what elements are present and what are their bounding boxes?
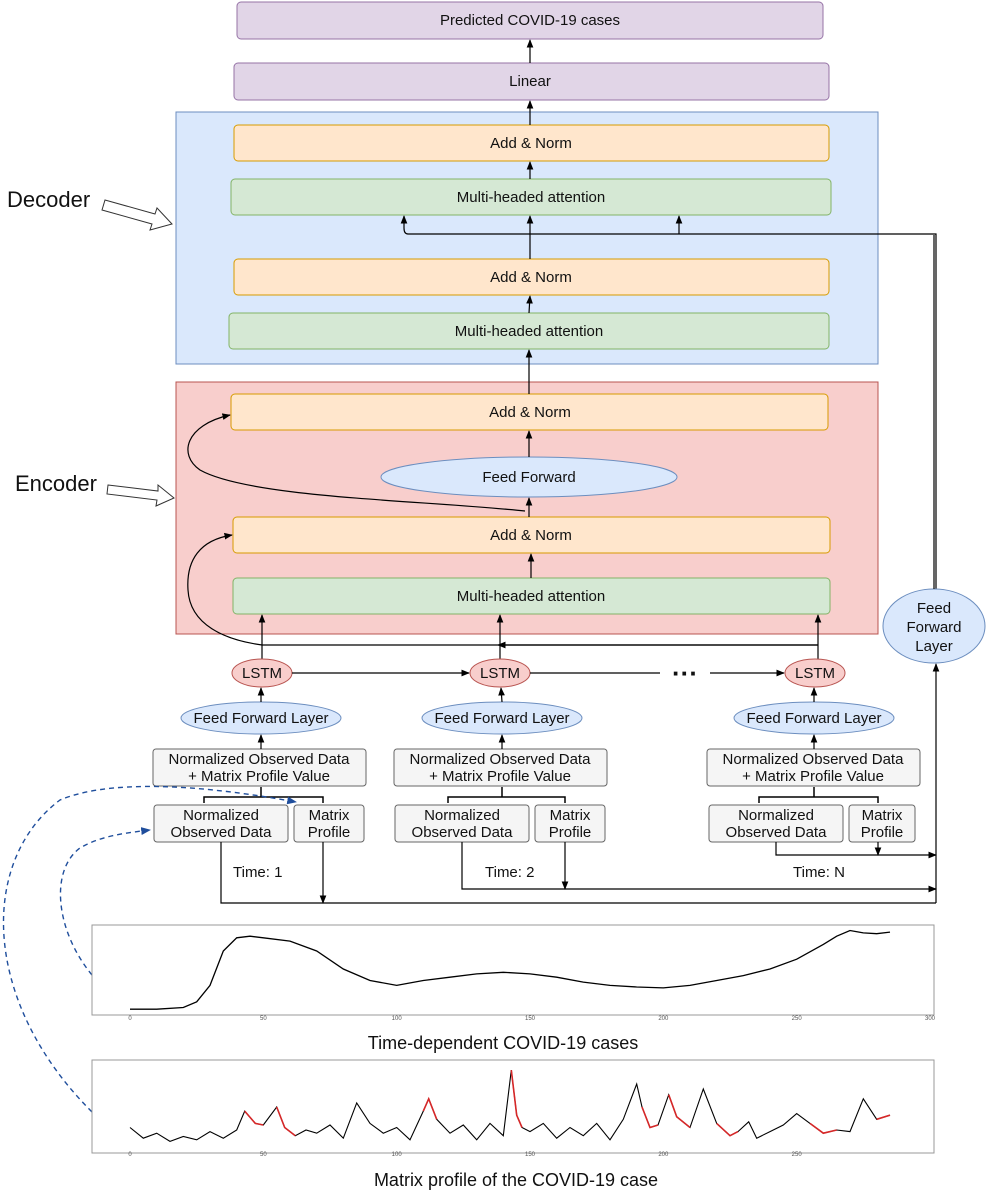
x-tick-label: 0	[128, 1152, 132, 1158]
decoder-mha-1-label: Multi-headed attention	[455, 323, 603, 340]
profile-caption: Matrix profile of the COVID-19 case	[374, 1170, 658, 1190]
profile-highlight-segments	[244, 1070, 891, 1137]
x-tick-label: 50	[260, 1016, 267, 1022]
x-tick-label: 0	[128, 1016, 132, 1022]
profile-x-ticks: 0 50 100 150 200 250	[128, 1152, 802, 1158]
encoder-mha-label: Multi-headed attention	[457, 588, 605, 605]
combined-1-box	[152, 748, 367, 787]
ellipsis-label: ···	[672, 658, 698, 688]
x-tick-label: 250	[792, 1152, 803, 1158]
linear-box	[233, 62, 830, 101]
highlight-segment	[422, 1096, 438, 1120]
profile-2-box	[534, 804, 606, 843]
x-tick-label: 100	[392, 1016, 403, 1022]
combined-2-line1: Normalized Observed Data	[410, 751, 592, 768]
profile-1-line1: Matrix	[309, 807, 350, 824]
decoder-mha-2-box	[230, 178, 832, 216]
highlight-segment	[876, 1114, 891, 1121]
profile-2-line2: Profile	[549, 824, 592, 841]
profile-n-line1: Matrix	[862, 807, 903, 824]
observed-n-line2: Observed Data	[726, 824, 828, 841]
time-2-label: Time: 2	[485, 864, 534, 881]
observed-2-line2: Observed Data	[412, 824, 514, 841]
highlight-segment	[809, 1122, 837, 1135]
combined-2-line2: + Matrix Profile Value	[429, 768, 571, 785]
ffl-n-label: Feed Forward Layer	[746, 710, 881, 727]
encoder-add-norm-2-label: Add & Norm	[489, 404, 571, 421]
profile-1-line2: Profile	[308, 824, 351, 841]
linear-label: Linear	[509, 73, 551, 90]
combined-2-box	[393, 748, 608, 787]
lstm-2-label: LSTM	[480, 665, 520, 682]
decoder-add-norm-1-box	[233, 258, 830, 296]
decoder-add-norm-2-box	[233, 124, 830, 162]
x-tick-label: 50	[260, 1152, 267, 1158]
x-tick-label: 150	[525, 1152, 536, 1158]
combined-n-line1: Normalized Observed Data	[723, 751, 905, 768]
ffl-2-label: Feed Forward Layer	[434, 710, 569, 727]
highlight-segment	[716, 1122, 739, 1137]
decoder-pointer-arrow	[101, 199, 173, 231]
x-tick-label: 100	[392, 1152, 403, 1158]
highlight-segment	[667, 1094, 691, 1129]
cases-series-line	[130, 929, 891, 1010]
combined-1-line1: Normalized Observed Data	[169, 751, 351, 768]
encoder-label: Encoder	[15, 471, 97, 496]
lstm-n-label: LSTM	[795, 665, 835, 682]
encoder-pointer-arrow	[106, 483, 175, 507]
observed-1-line1: Normalized	[183, 807, 259, 824]
predicted-box	[236, 1, 824, 40]
observed-n-line1: Normalized	[738, 807, 814, 824]
x-tick-label: 200	[658, 1152, 669, 1158]
profile-1-box	[293, 804, 365, 843]
x-tick-label: 150	[525, 1016, 536, 1022]
highlight-segment	[510, 1070, 523, 1128]
ffl-right-line1: Feed	[917, 600, 951, 617]
x-tick-label: 300	[925, 1016, 936, 1022]
predicted-label: Predicted COVID-19 cases	[440, 12, 620, 29]
decoder-add-norm-2-label: Add & Norm	[490, 135, 572, 152]
profile-plot-frame	[91, 1059, 935, 1154]
lstm-1-label: LSTM	[242, 665, 282, 682]
profile-n-box	[848, 804, 916, 843]
highlight-segment	[641, 1106, 659, 1129]
encoder-add-norm-1-label: Add & Norm	[490, 527, 572, 544]
cases-plot-frame	[91, 924, 935, 1016]
cases-caption: Time-dependent COVID-19 cases	[368, 1033, 638, 1053]
decoder-add-norm-1-label: Add & Norm	[490, 269, 572, 286]
cases-x-ticks: 0 50 100 150 200 250 300	[128, 1016, 935, 1022]
time-n-label: Time: N	[793, 864, 845, 881]
dashed-link-profile	[2, 785, 297, 1113]
combined-n-line2: + Matrix Profile Value	[742, 768, 884, 785]
lstm-n-node	[784, 658, 846, 688]
time-1-label: Time: 1	[233, 864, 282, 881]
profile-n-line2: Profile	[861, 824, 904, 841]
x-tick-label: 250	[792, 1016, 803, 1022]
encoder-add-norm-1-box	[232, 516, 831, 554]
highlight-segment	[275, 1106, 296, 1137]
highlight-segment	[244, 1110, 264, 1126]
observed-2-line1: Normalized	[424, 807, 500, 824]
ffl-right-line2: Forward	[906, 619, 961, 636]
observed-1-line2: Observed Data	[171, 824, 273, 841]
x-tick-label: 200	[658, 1016, 669, 1022]
ffl-right-line3: Layer	[915, 638, 953, 655]
encoder-feed-forward-label: Feed Forward	[482, 469, 575, 486]
combined-1-line2: + Matrix Profile Value	[188, 768, 330, 785]
decoder-mha-2-label: Multi-headed attention	[457, 189, 605, 206]
decoder-label: Decoder	[7, 187, 90, 212]
ffl-1-label: Feed Forward Layer	[193, 710, 328, 727]
profile-2-line1: Matrix	[550, 807, 591, 824]
